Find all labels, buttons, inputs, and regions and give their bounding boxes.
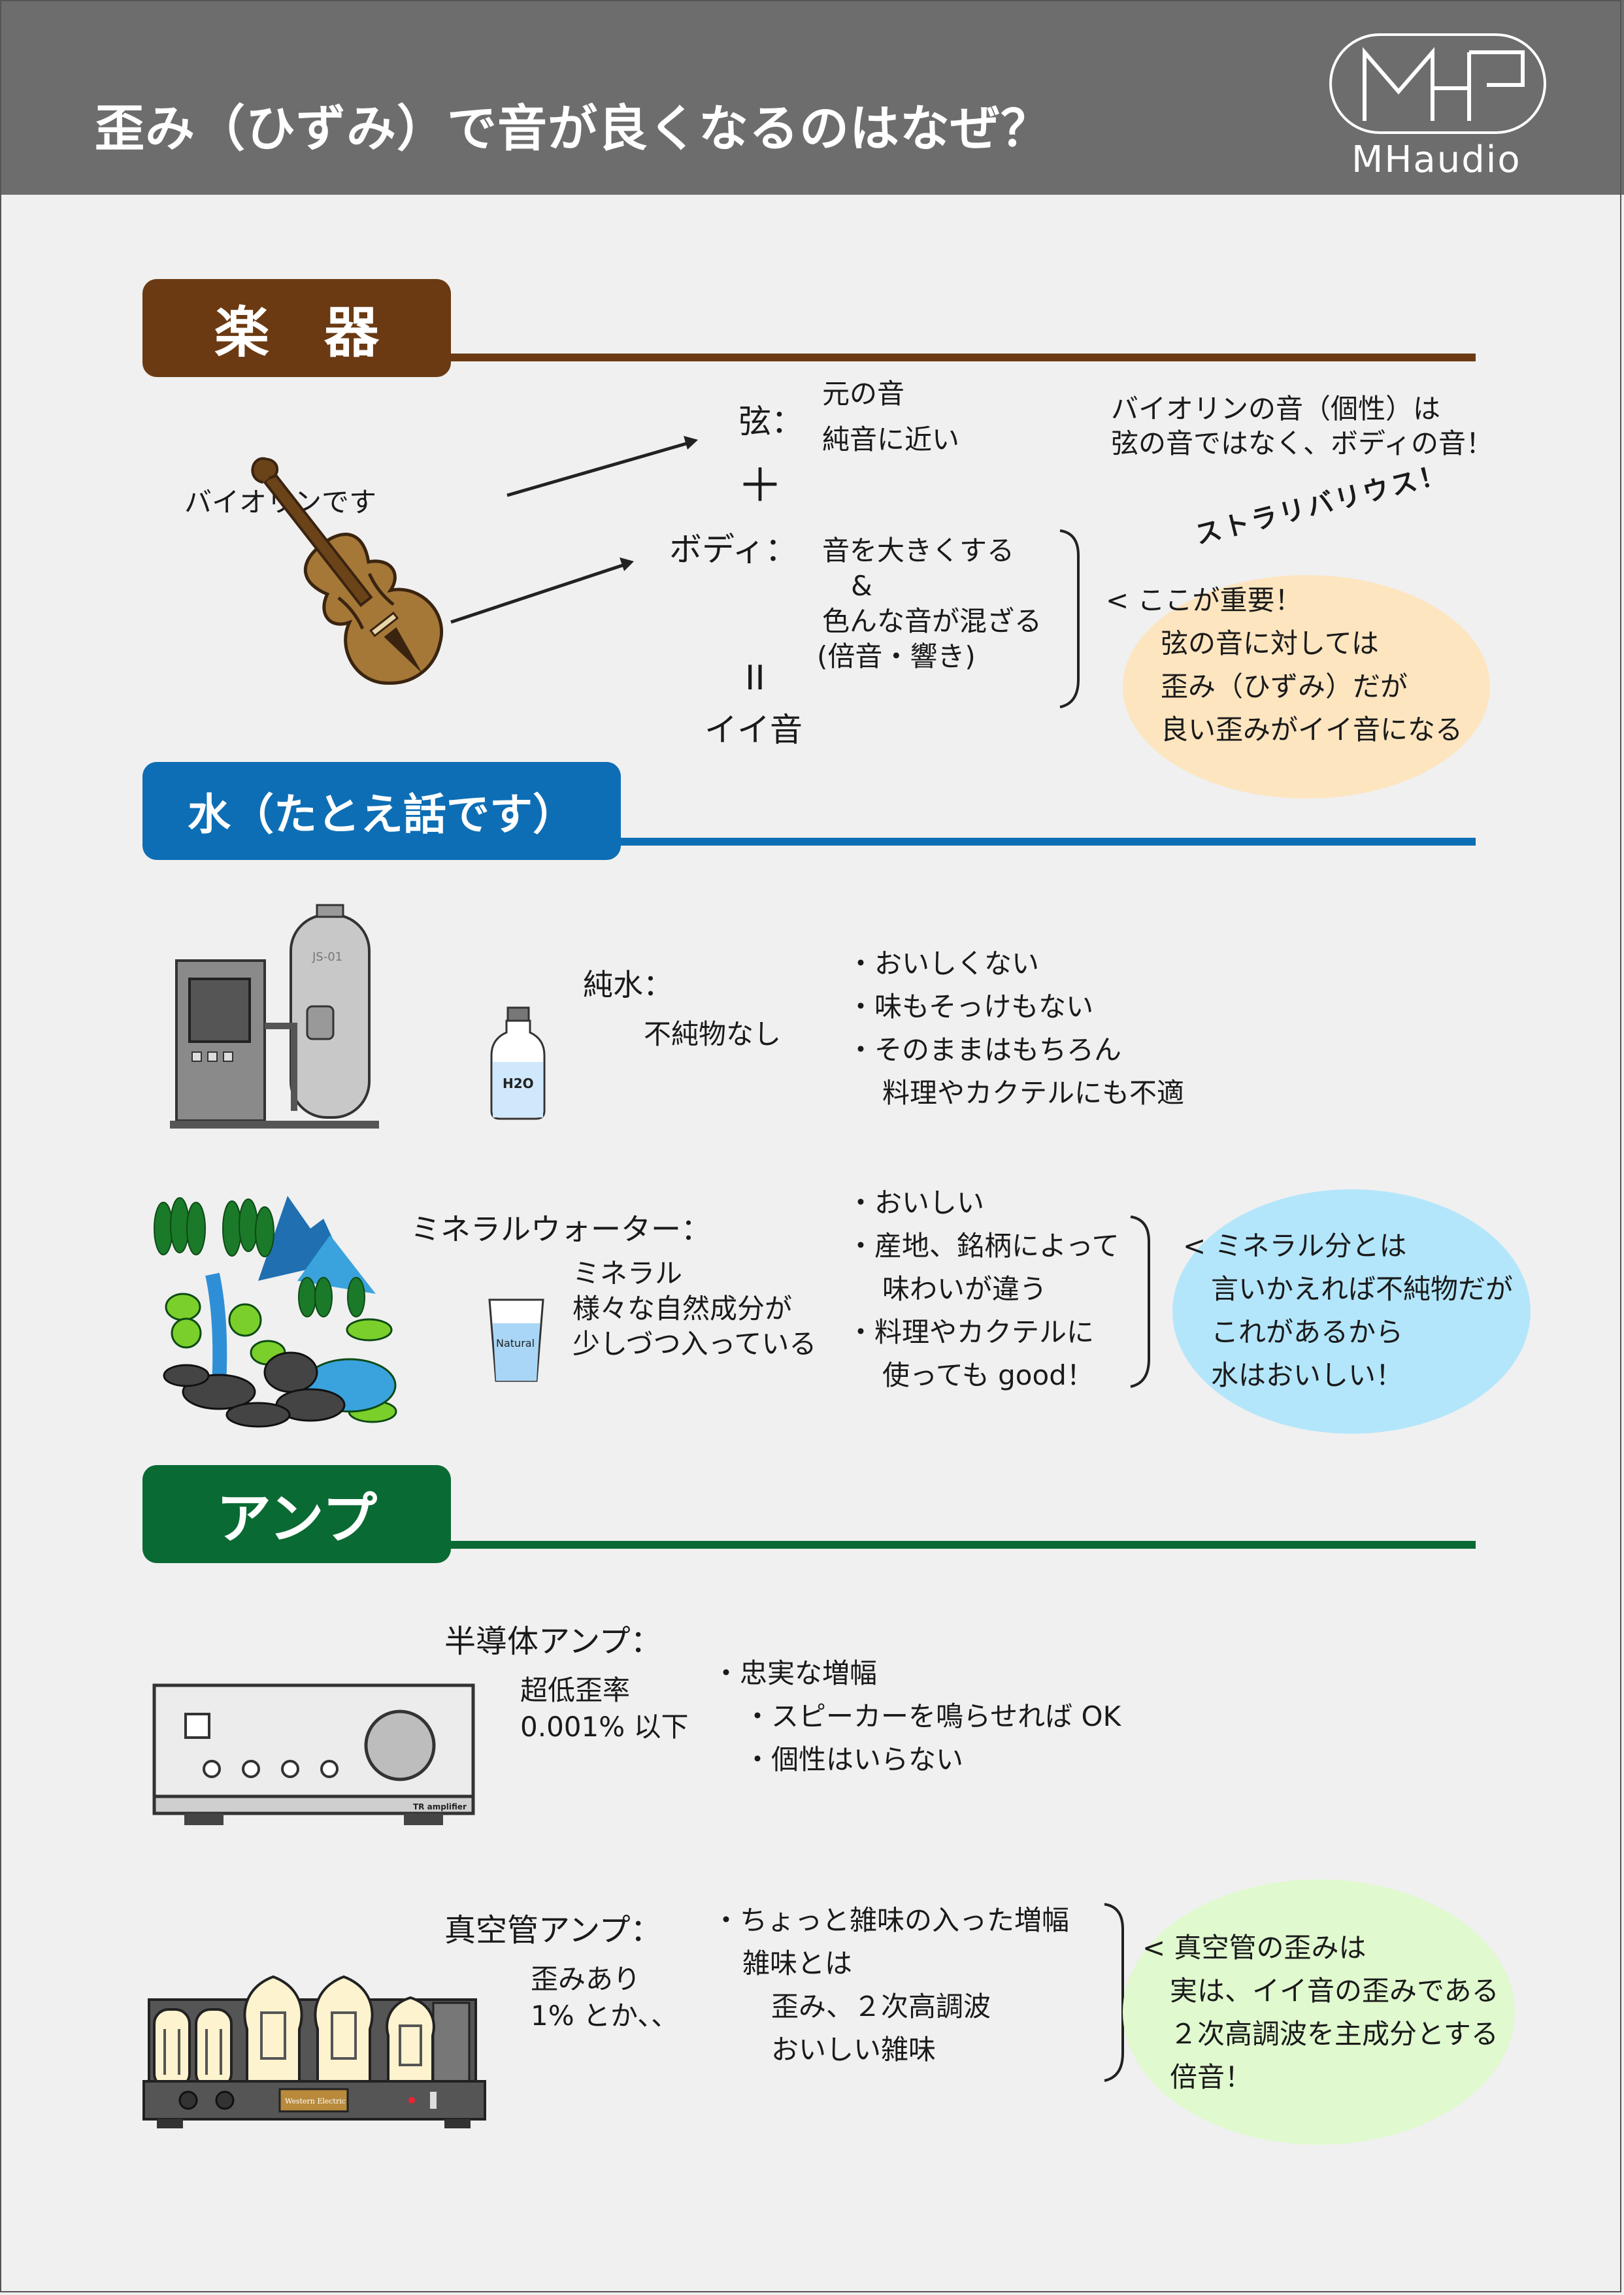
tube-amp-icon: Western Electric: [142, 1975, 486, 2128]
point-line2: 弦の音ではなく、ボディの音！: [1111, 427, 1494, 459]
tube-point-1: ・ちょっと雑味の入った増幅: [712, 1904, 1070, 1936]
tr-point-1: ・忠実な増幅: [712, 1657, 878, 1689]
svg-text:H2O: H2O: [503, 1076, 534, 1091]
tube-amp-sub-1: 歪みあり: [531, 1963, 641, 1995]
result-label: イイ音: [704, 711, 803, 749]
arrow-to-string: [450, 436, 698, 624]
note-water-line2: 言いかえれば不純物だが: [1211, 1273, 1514, 1305]
note-water-line1: < ミネラル分とは: [1183, 1230, 1407, 1262]
violin-icon: [251, 457, 443, 685]
section-tag-amp: アンプ: [142, 1465, 451, 1563]
body-line3: 色んな音が混ざる: [822, 605, 1042, 637]
nature-spring-icon: [154, 1196, 397, 1428]
mineral-point-3: 味わいが違う: [882, 1273, 1048, 1305]
svg-text:Western Electric: Western Electric: [285, 2097, 346, 2105]
svg-text:JS-01: JS-01: [312, 950, 342, 964]
tube-point-4: おいしい雑味: [771, 2034, 936, 2066]
bracket-mineral: [1130, 1215, 1150, 1388]
svg-text:TR amplifier: TR amplifier: [413, 1802, 467, 1811]
tr-point-2: ・スピーカーを鳴らせれば OK: [744, 1700, 1121, 1732]
body-line2: &: [851, 570, 872, 602]
water-glass-icon: Natural: [488, 1298, 544, 1382]
body-line1: 音を大きくする: [822, 535, 1015, 567]
note-water: [1172, 1189, 1531, 1434]
tube-point-3: 歪み、２次高調波: [771, 1990, 991, 2023]
mh-logo-icon: [1329, 33, 1546, 134]
logo-text: MHaudio: [1351, 139, 1521, 181]
header-bar: [0, 0, 1624, 195]
string-line1: 元の音: [822, 378, 905, 410]
note-amp-line3: ２次高調波を主成分とする: [1170, 2018, 1499, 2050]
section-rule-instrument: [451, 354, 1476, 361]
section-tag-instrument: 楽 器: [142, 279, 451, 377]
body-label: ボディ：: [669, 531, 798, 569]
section-rule-water: [621, 838, 1476, 846]
tr-amp-label: 半導体アンプ：: [444, 1623, 662, 1660]
mineral-point-4: ・料理やカクテルに: [847, 1316, 1095, 1348]
tr-amp-sub-1: 超低歪率: [520, 1674, 631, 1706]
mineral-sub-1: ミネラル: [572, 1257, 683, 1289]
pure-point-4: 料理やカクテルにも不適: [882, 1077, 1185, 1109]
mineral-sub-3: 少しづつ入っている: [572, 1328, 817, 1360]
transistor-amp-icon: TR amplifier: [152, 1683, 475, 1825]
pure-water-label: 純水：: [583, 967, 673, 1002]
tube-amp-label: 真空管アンプ：: [444, 1912, 662, 1949]
string-line2: 純音に近い: [822, 423, 960, 455]
mineral-point-2: ・産地、銘柄によって: [847, 1230, 1119, 1262]
note-amp-line4: 倍音！: [1170, 2061, 1253, 2093]
mineral-sub-2: 様々な自然成分が: [572, 1293, 793, 1325]
water-bottle-icon: H2O: [490, 1006, 546, 1120]
point-line1: バイオリンの音（個性）は: [1111, 393, 1441, 425]
tube-point-2: 雑味とは: [742, 1947, 853, 1979]
pure-point-2: ・味もそっけもない: [847, 991, 1094, 1023]
tr-point-3: ・個性はいらない: [744, 1743, 964, 1775]
tr-amp-sub-2: 0.001% 以下: [520, 1711, 689, 1743]
pure-point-3: ・そのままはもちろん: [847, 1034, 1122, 1066]
important-label: < ここが重要！: [1106, 584, 1302, 616]
mineral-point-5: 使っても good！: [882, 1359, 1094, 1391]
note-amp: [1123, 1879, 1515, 2145]
note-water-line3: これがあるから: [1211, 1316, 1404, 1348]
water-purifier-icon: JS-01: [170, 904, 379, 1129]
body-line4: (倍音・響き): [817, 640, 976, 672]
note-instrument-line3: 良い歪みがイイ音になる: [1161, 714, 1463, 746]
note-amp-line1: < 真空管の歪みは: [1142, 1932, 1367, 1964]
bracket-tube: [1104, 1903, 1124, 2082]
section-tag-water: 水（たとえ話です）: [142, 762, 621, 860]
stradivarius-label: ストラリバリウス！: [1192, 458, 1451, 551]
equals-sign: II: [745, 659, 765, 698]
tube-amp-sub-2: 1% とか、、: [531, 2000, 679, 2032]
page-title: 歪み（ひずみ）で音が良くなるのはなぜ？: [95, 99, 1051, 157]
plus-sign: ＋: [737, 459, 783, 512]
mineral-water-label: ミネラルウォーター：: [410, 1212, 711, 1247]
svg-text:Natural: Natural: [496, 1337, 535, 1349]
note-water-line4: 水はおいしい！: [1211, 1359, 1404, 1391]
mineral-point-1: ・おいしい: [847, 1187, 985, 1219]
pure-water-sub: 不純物なし: [644, 1018, 782, 1050]
note-instrument-line2: 歪み（ひずみ）だが: [1161, 670, 1408, 702]
note-instrument: [1123, 575, 1490, 799]
pure-point-1: ・おいしくない: [847, 948, 1040, 980]
section-rule-amp: [451, 1541, 1476, 1549]
string-label: 弦：: [738, 403, 804, 440]
note-instrument-line1: 弦の音に対しては: [1161, 627, 1379, 659]
bracket-body: [1059, 529, 1080, 708]
note-amp-line2: 実は、イイ音の歪みである: [1170, 1975, 1499, 2007]
